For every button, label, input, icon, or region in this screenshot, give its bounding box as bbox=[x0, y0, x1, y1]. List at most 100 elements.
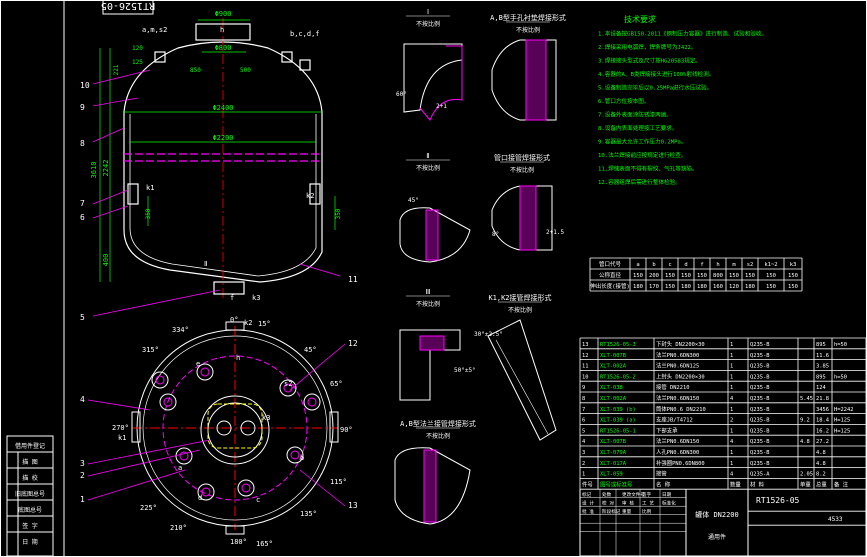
nozzle-table-cell: 150 bbox=[788, 273, 798, 279]
plan-view bbox=[132, 326, 338, 530]
plan-angle-label: 225° bbox=[140, 504, 157, 512]
nozzle-table-cell: 公称直径 bbox=[599, 271, 622, 279]
title-block: 标记处数更改文件号签字日期设 计校 对审 核工 艺标准化批 准阶段标记重量比例罐… bbox=[579, 489, 867, 557]
bom-cell: 件号 bbox=[582, 480, 593, 488]
nozzle-table-cell: 伸出长度(接管) bbox=[590, 282, 630, 290]
dim-d2400: Φ2400 bbox=[212, 104, 233, 112]
bom-cell: Q235-B bbox=[750, 407, 769, 413]
label-f: f bbox=[230, 294, 234, 302]
corner-tag: RT1526-05 bbox=[101, 0, 155, 11]
bom-cell: XLT-002A bbox=[600, 396, 627, 402]
nozzle-right-top bbox=[281, 51, 293, 63]
bom-cell: 4 bbox=[582, 439, 585, 445]
plan-nozzle-circle bbox=[159, 393, 177, 411]
title-block-cell: 日期 bbox=[662, 492, 672, 498]
bom-cell: 1 bbox=[730, 461, 733, 467]
drawing-number: RT1526-05 bbox=[756, 496, 800, 505]
detail-title: 管口接管焊接形式 bbox=[494, 153, 550, 162]
main-dimension-lines bbox=[99, 19, 336, 282]
plan-nozzle-label: b bbox=[300, 454, 304, 462]
bom-cell: 1 bbox=[730, 374, 733, 380]
plan-nozzle-label: k1 bbox=[118, 434, 126, 442]
bom-cell: 接管 DN2210 bbox=[656, 383, 690, 391]
plan-nozzle-label: e bbox=[196, 360, 200, 368]
bom-cell: Q235-A bbox=[750, 472, 770, 478]
title-block-cell: 比例 bbox=[642, 508, 652, 515]
nozzle-table-cell: s2 bbox=[747, 262, 754, 268]
nozzle-table-cell: 150 bbox=[665, 273, 675, 279]
plan-angle-label: 165° bbox=[256, 540, 273, 548]
weld-dimension: 2+1.5 bbox=[546, 229, 564, 236]
bom-cell: XLT-038 bbox=[600, 385, 623, 391]
nozzle-table-cell: h bbox=[716, 262, 719, 268]
bom-cell: XLT-059 bbox=[600, 472, 623, 478]
bom-cell: 6 bbox=[582, 418, 585, 424]
nozzle-table-cell: d bbox=[684, 262, 687, 268]
detail-title: Ⅲ bbox=[426, 288, 431, 296]
stamp-label: 旧底图总号 bbox=[15, 490, 45, 498]
nozzle-table-cell: a bbox=[636, 262, 639, 268]
bom-cell: 法兰PN0.6DN300 bbox=[656, 351, 699, 359]
plan-angle-label: 115° bbox=[330, 478, 347, 486]
vessel-shell bbox=[123, 112, 323, 283]
bom-cell: Q235-B bbox=[750, 461, 769, 467]
title-block-cell: 阶段标记 bbox=[602, 508, 621, 515]
callout-number: 3 bbox=[80, 459, 85, 468]
bom-cell: Q235-B bbox=[750, 428, 769, 434]
title-block-cell: 处数 bbox=[602, 491, 612, 498]
bom-cell: 11 bbox=[582, 364, 589, 370]
plan-nozzle-circle bbox=[175, 447, 193, 465]
tech-note-line: 10.法兰焊接前应按规定进行检查。 bbox=[598, 151, 686, 159]
stamp-label: 描 图 bbox=[22, 458, 38, 466]
detail-view-texts: Ⅰ不按比例A,B型手孔衬垫焊接形式不按比例Ⅱ不按比例管口接管焊接形式不按比例Ⅲ不… bbox=[396, 8, 566, 440]
bom-cell: 补强圈PN0.6DN800 bbox=[656, 459, 705, 467]
part-kind: 通用件 bbox=[708, 533, 726, 541]
bom-cell: XLT-079A bbox=[600, 450, 627, 456]
plan-nozzle-circle bbox=[196, 363, 214, 381]
plan-nozzle-label: s2 bbox=[284, 380, 292, 388]
bom-cell: Q235-B bbox=[750, 396, 769, 402]
bom-cell: h=50 bbox=[834, 374, 847, 380]
bom-cell: 13 bbox=[582, 342, 589, 348]
callout-number: 5 bbox=[80, 313, 85, 322]
title-block-cell: 标记 bbox=[582, 491, 592, 498]
left-stamp-column bbox=[6, 435, 54, 557]
plan-nozzle-label: d bbox=[198, 494, 202, 502]
bom-cell: 4.8 bbox=[816, 450, 826, 456]
table-line bbox=[87, 399, 151, 411]
plan-angle-label: 90° bbox=[340, 426, 353, 434]
bom-cell: 总重 bbox=[816, 480, 827, 488]
tech-note-line: 9.容器最大允许工作压力0.2MPa。 bbox=[598, 138, 686, 146]
tech-note-line: 5.设备制造完毕后以0.25MPa进行水压试验。 bbox=[598, 84, 712, 92]
bom-cell: Q235-B bbox=[750, 374, 769, 380]
manway-outline bbox=[207, 403, 263, 449]
bom-cell: 8 bbox=[582, 396, 585, 402]
plan-nozzle-label: k3 bbox=[262, 414, 270, 422]
table-line bbox=[87, 469, 186, 501]
bom-cell: 16.2 bbox=[816, 428, 829, 434]
nozzle-table-cell: 150 bbox=[766, 273, 776, 279]
bom-cell: 备 注 bbox=[834, 480, 849, 488]
plan-nozzle-circle bbox=[163, 397, 173, 407]
nozzle-table-cell: 160 bbox=[713, 284, 723, 290]
plan-nozzle-circle bbox=[179, 451, 189, 461]
bom-cell: h=50 bbox=[834, 342, 847, 348]
bom-cell: 3456 bbox=[816, 407, 829, 413]
bom-cell: 1 bbox=[730, 364, 733, 370]
tech-note-line: 11.焊缝表面不得有裂纹、气孔等缺陷。 bbox=[598, 165, 698, 173]
bom-cell: Q235-B bbox=[750, 439, 769, 445]
bom-cell: Q235-B bbox=[750, 364, 769, 370]
bom-cell: 124 bbox=[816, 385, 826, 391]
bom-cell: 1 bbox=[730, 353, 733, 359]
plan-nozzle-circle bbox=[237, 479, 255, 497]
callout-number: 6 bbox=[80, 213, 85, 222]
table-line bbox=[289, 343, 346, 391]
plan-nozzle-label: h bbox=[236, 354, 240, 362]
callout-number: 13 bbox=[348, 501, 358, 510]
table-line bbox=[299, 469, 346, 507]
nozzle-table-cell: 180 bbox=[745, 284, 755, 290]
detail-scale: 不按比例 bbox=[516, 26, 540, 34]
detail-3-shape bbox=[399, 207, 471, 263]
inner-shell bbox=[129, 114, 317, 277]
